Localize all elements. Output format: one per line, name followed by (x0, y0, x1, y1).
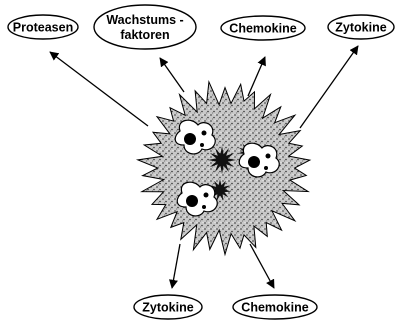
label-wachstumsfaktoren-line1: Wachstums - (106, 13, 183, 27)
label-chemokine-top-text: Chemokine (229, 22, 296, 36)
cell (138, 82, 310, 255)
label-zytokine-bottom-text: Zytokine (142, 301, 193, 315)
label-wachstumsfaktoren: Wachstums - faktoren (94, 5, 196, 49)
label-zytokine-top: Zytokine (328, 15, 394, 39)
arrow-chemokine-top (248, 57, 265, 96)
arrow-wachstumsfaktoren (160, 58, 184, 92)
arrow-zytokine-bottom (172, 244, 180, 288)
arrow-chemokine-bottom (250, 244, 274, 288)
arrow-zytokine-top (300, 46, 358, 128)
label-proteasen: Proteasen (8, 15, 78, 39)
label-chemokine-top: Chemokine (221, 16, 305, 40)
label-chemokine-bottom: Chemokine (233, 295, 317, 319)
label-proteasen-text: Proteasen (13, 21, 73, 35)
label-zytokine-top-text: Zytokine (335, 21, 386, 35)
label-wachstumsfaktoren-line2: faktoren (120, 28, 169, 42)
label-zytokine-bottom: Zytokine (134, 295, 202, 319)
label-chemokine-bottom-text: Chemokine (241, 301, 308, 315)
arrow-proteasen (50, 52, 148, 126)
